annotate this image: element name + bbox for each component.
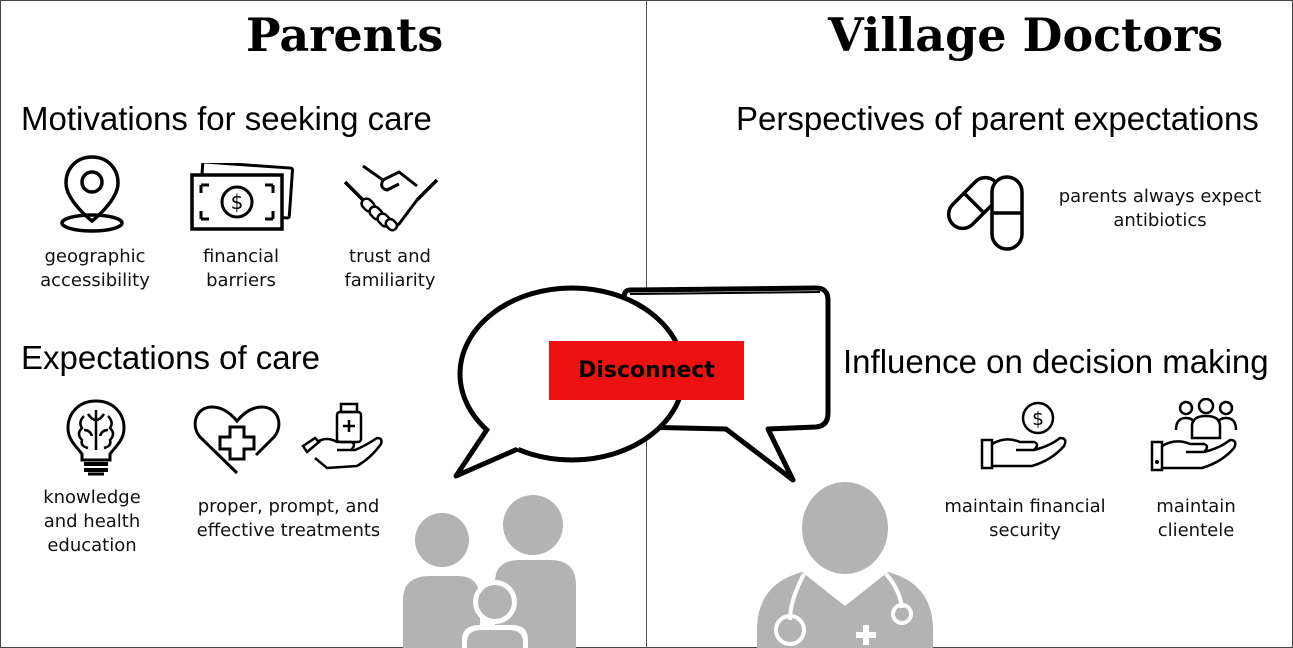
caption-line: geographic (44, 246, 146, 267)
caption-line: accessibility (40, 270, 150, 291)
village-doctors-title: Village Doctors (828, 8, 1224, 62)
caption-line: maintain (1156, 496, 1236, 517)
caption-line: antibiotics (1113, 210, 1207, 231)
hand-holding-medicine-icon (301, 402, 385, 476)
caption-line: and health (43, 511, 141, 532)
svg-text:$: $ (231, 190, 244, 214)
heart-medical-cross-icon (192, 403, 282, 477)
caption-line: trust and (349, 246, 431, 267)
caption-antibiotics: parents always expect antibiotics (1050, 185, 1270, 233)
caption-line: security (989, 520, 1061, 541)
caption-financial-security: maintain financial security (935, 495, 1115, 543)
caption-line: familiarity (344, 270, 436, 291)
svg-text:$: $ (1032, 408, 1044, 430)
caption-line: effective treatments (196, 520, 381, 541)
caption-trust: trust and familiarity (330, 245, 450, 293)
family-silhouette-icon (400, 490, 585, 648)
caption-line: maintain financial (944, 496, 1106, 517)
caption-line: education (47, 535, 137, 556)
influence-heading: Influence on decision making (843, 343, 1269, 380)
caption-clientele: maintain clientele (1136, 495, 1256, 543)
brain-lightbulb-icon (64, 398, 128, 478)
perspectives-heading: Perspectives of parent expectations (736, 100, 1259, 137)
doctor-silhouette-icon (752, 480, 937, 648)
money-bill-icon: $ (189, 163, 295, 235)
caption-line: barriers (206, 270, 276, 291)
caption-treatments: proper, prompt, and effective treatments (186, 495, 391, 543)
caption-financial: financial barriers (181, 245, 301, 293)
disconnect-label: Disconnect (549, 341, 744, 400)
caption-geographic: geographic accessibility (35, 245, 155, 293)
caption-line: clientele (1157, 520, 1235, 541)
caption-line: proper, prompt, and (197, 496, 380, 517)
capsules-icon (940, 167, 1028, 251)
expectations-heading: Expectations of care (21, 339, 320, 376)
hand-holding-dollar-icon: $ (980, 400, 1070, 472)
motivations-heading: Motivations for seeking care (21, 100, 432, 137)
caption-knowledge: knowledge and health education (32, 486, 152, 558)
hand-holding-people-icon (1150, 398, 1242, 474)
location-pin-icon (58, 153, 126, 233)
parents-title: Parents (246, 8, 444, 62)
caption-line: knowledge (43, 487, 141, 508)
handshake-icon (343, 158, 439, 234)
caption-line: parents always expect (1058, 186, 1262, 207)
caption-line: financial (202, 246, 280, 267)
